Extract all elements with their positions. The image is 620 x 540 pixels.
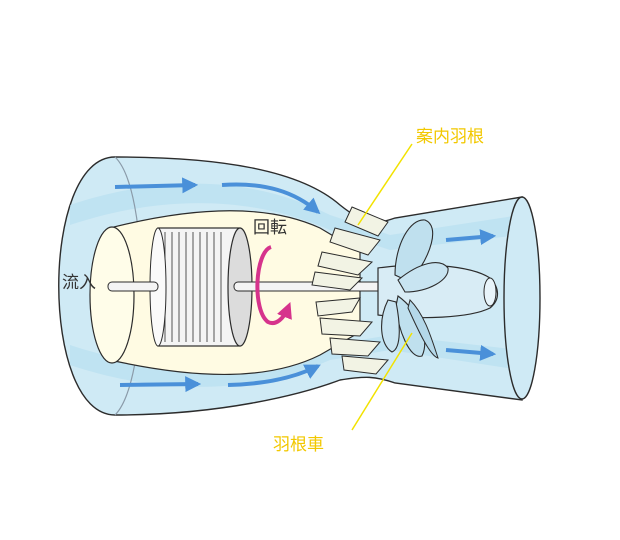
rotation-label: 回転 (253, 218, 287, 238)
flow-arrow (227, 364, 321, 387)
rotation-arrow (255, 245, 292, 325)
guide-vane (315, 297, 361, 317)
outlet-ellipse (503, 196, 541, 400)
inflow-label: 流入 (62, 273, 96, 293)
flow-arrow (119, 376, 202, 393)
impeller-blade (397, 262, 449, 293)
impeller (377, 219, 499, 359)
hub-nose (483, 277, 497, 307)
flow-arrow (445, 229, 497, 246)
flow-arrow (114, 177, 199, 194)
guide-vane (317, 251, 374, 276)
impeller-leader (351, 332, 413, 431)
impeller-label: 羽根車 (273, 435, 324, 455)
shaft-left (107, 281, 159, 292)
motor-front-face (89, 226, 135, 364)
guide-vanes (311, 206, 390, 375)
guide-vane (344, 206, 389, 237)
guide-vane (329, 337, 382, 357)
guide-vane (329, 227, 381, 256)
motor (89, 210, 361, 376)
guide-vanes-label: 案内羽根 (416, 127, 484, 147)
guide-vane (311, 271, 364, 291)
impeller-blade (381, 299, 400, 353)
flow-arrow (445, 344, 497, 361)
impeller-blade (407, 299, 439, 359)
flow-arrow (221, 182, 321, 215)
flow-arrows (114, 177, 497, 393)
rotor-fins (164, 232, 222, 342)
guide-vanes-leader (357, 143, 413, 226)
guide-vane (319, 317, 374, 337)
guide-vane (341, 355, 390, 375)
